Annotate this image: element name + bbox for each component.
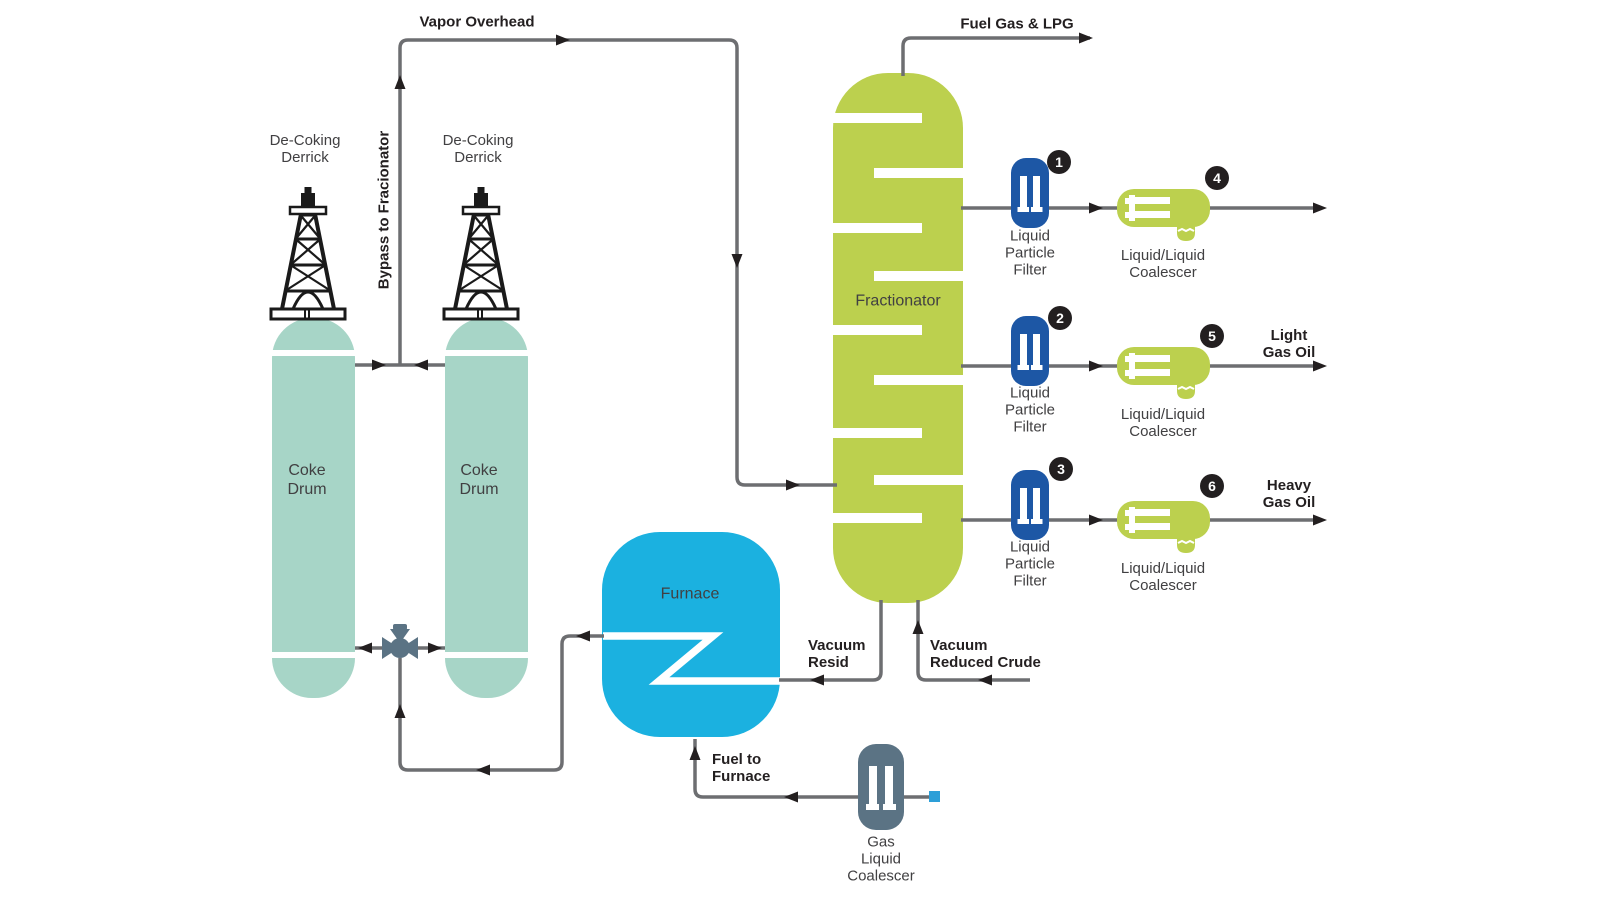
- flow-arrow-icon: [1089, 202, 1103, 214]
- vacuum-reduced-crude-label: Vacuum Reduced Crude: [930, 637, 1041, 671]
- fractionator-label: Fractionator: [855, 292, 941, 310]
- vapor-overhead-label: Vapor Overhead: [419, 13, 535, 31]
- light-gas-oil-label: Light Gas Oil: [1262, 327, 1316, 361]
- flow-arrow-icon: [556, 34, 570, 46]
- flow-arrow-icon: [912, 620, 924, 634]
- step-badge-3: 3: [1049, 457, 1073, 481]
- flow-arrow-icon: [1313, 360, 1327, 372]
- coalescer-5-label: Liquid/Liquid Coalescer: [1120, 406, 1206, 440]
- flow-arrow-icon: [784, 791, 798, 803]
- flow-arrow-icon: [1089, 514, 1103, 526]
- derrick-right-label: De-Coking Derrick: [442, 132, 514, 166]
- flow-arrow-icon: [414, 359, 428, 371]
- liquid-liquid-coalescer-4-icon: [1116, 188, 1211, 242]
- step-badge-4: 4: [1205, 166, 1229, 190]
- gas-liquid-coalescer-label: Gas Liquid Coalescer: [847, 833, 915, 885]
- flow-arrows: [358, 32, 1327, 803]
- flow-arrow-icon: [689, 746, 701, 760]
- derrick-left-label: De-Coking Derrick: [269, 132, 341, 166]
- particle-filter-1-icon: [1011, 158, 1049, 228]
- flow-arrow-icon: [428, 642, 442, 654]
- liquid-liquid-coalescer-6-icon: [1116, 500, 1211, 554]
- pipe-fuel-to-furnace: [693, 739, 932, 799]
- three-way-valve-icon: [382, 624, 418, 659]
- step-badge-2: 2: [1048, 306, 1072, 330]
- furnace-label: Furnace: [660, 585, 720, 603]
- fuel-gas-lpg-label: Fuel Gas & LPG: [960, 15, 1074, 33]
- particle-filter-2-label: Liquid Particle Filter: [1004, 384, 1056, 436]
- particle-filter-3-icon: [1011, 470, 1049, 540]
- flow-arrow-icon: [1079, 32, 1093, 44]
- flow-arrow-icon: [394, 704, 406, 718]
- bypass-to-fracionator-label: Bypass to Fracionator: [375, 130, 393, 290]
- coke-drum-right: [445, 318, 528, 698]
- step-badge-6: 6: [1200, 474, 1224, 498]
- flow-arrow-icon: [372, 359, 386, 371]
- pipe-fuel-gas: [901, 36, 1090, 76]
- pipe-vapor-overhead: [398, 38, 837, 487]
- heavy-gas-oil-label: Heavy Gas Oil: [1262, 477, 1316, 511]
- coke-drum-left: [272, 318, 355, 698]
- flow-arrow-icon: [1089, 360, 1103, 372]
- furnace-vessel: [602, 532, 782, 737]
- flow-arrow-icon: [1313, 514, 1327, 526]
- derrick-right-icon: [442, 185, 520, 321]
- coke-drum-right-label: Coke Drum: [459, 462, 499, 498]
- liquid-liquid-coalescer-5-icon: [1116, 346, 1211, 400]
- particle-filter-3-label: Liquid Particle Filter: [1004, 538, 1056, 590]
- step-badge-1: 1: [1047, 150, 1071, 174]
- fractionator-vessel: [833, 73, 963, 603]
- flow-arrow-icon: [476, 764, 490, 776]
- flow-arrow-icon: [394, 75, 406, 89]
- flow-arrow-icon: [978, 674, 992, 686]
- vacuum-resid-label: Vacuum Resid: [808, 637, 866, 671]
- gas-liquid-coalescer-icon: [858, 744, 904, 830]
- pipe-vacuum-reduced-crude: [916, 600, 1030, 682]
- particle-filter-1-label: Liquid Particle Filter: [1004, 227, 1056, 279]
- flow-arrow-icon: [731, 254, 743, 268]
- flow-arrow-icon: [1313, 202, 1327, 214]
- fuel-to-furnace-label: Fuel to Furnace: [712, 751, 771, 785]
- coalescer-6-label: Liquid/Liquid Coalescer: [1120, 560, 1206, 594]
- derrick-left-icon: [269, 185, 347, 321]
- flow-arrow-icon: [810, 674, 824, 686]
- coalescer-4-label: Liquid/Liquid Coalescer: [1120, 247, 1206, 281]
- fuel-inlet-marker: [929, 791, 940, 802]
- step-badge-5: 5: [1200, 324, 1224, 348]
- furnace-coil: [603, 632, 782, 685]
- pipe-furnace-to-drums: [398, 634, 604, 772]
- flow-arrow-icon: [358, 642, 372, 654]
- pipe-vacuum-resid: [779, 600, 883, 682]
- particle-filter-2-icon: [1011, 316, 1049, 386]
- flow-arrow-icon: [576, 630, 590, 642]
- coke-drum-left-label: Coke Drum: [287, 462, 327, 498]
- flow-arrow-icon: [786, 479, 800, 491]
